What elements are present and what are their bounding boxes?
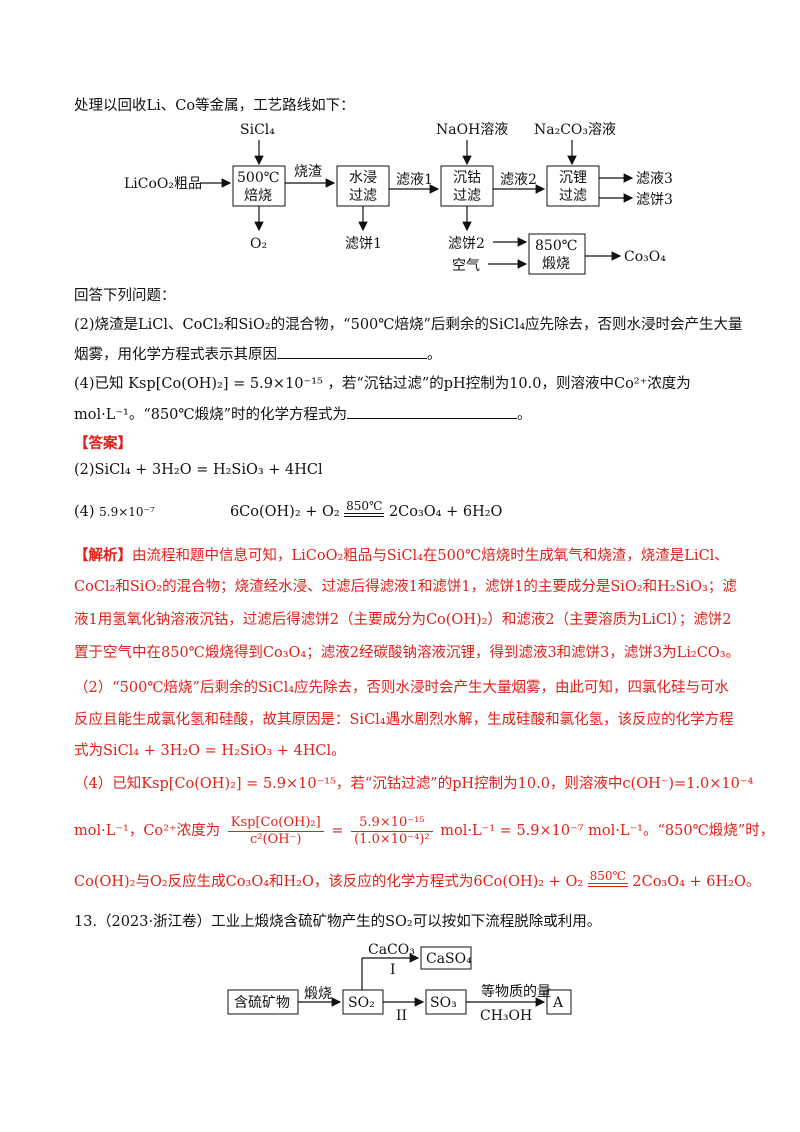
analysis-p10-a: Co(OH)₂与O₂反应生成Co₃O₄和H₂O，该反应的化学方程式为6Co(OH…: [74, 874, 584, 890]
q2-answer-blank[interactable]: [277, 344, 427, 359]
q2-line1: (2)烧渣是LiCl、CoCl₂和SiO₂的混合物，“500℃焙烧”后剩余的Si…: [74, 317, 743, 333]
box-calcine: [528, 233, 586, 275]
box-calcine-line1: 850℃: [535, 238, 577, 254]
answer-label: 【答案】: [74, 435, 132, 452]
intro-text: 处理以回收Li、Co等金属，工艺路线如下：: [74, 98, 355, 114]
analysis-p10-cond-text: 850℃: [589, 868, 626, 883]
caco3-label: CaCO₃: [368, 942, 415, 958]
box-a: [546, 989, 572, 1015]
box-leach-line2: 过滤: [349, 188, 377, 204]
cake1-label: 滤饼1: [345, 236, 382, 252]
analysis-p8: （4）已知Ksp[Co(OH)₂] = 5.9×10⁻¹⁵，若“沉钴过滤”的pH…: [74, 776, 754, 792]
answer-4-condition: 850℃: [344, 498, 385, 517]
co3o4-label: Co₃O₄: [624, 249, 666, 265]
analysis-p10-condition: 850℃: [587, 868, 628, 887]
filtrate1-label: 滤液1: [396, 172, 433, 188]
fraction-ksp-den: c²(OH⁻): [249, 831, 302, 847]
so3-label: SO₃: [430, 995, 457, 1011]
analysis-p7: 式为SiCl₄ + 3H₂O = H₂SiO₃ + 4HCl。: [74, 743, 346, 759]
calcine-label: 煅烧: [304, 986, 332, 1002]
air-label: 空气: [452, 258, 480, 274]
q4-prefix: (4)已知: [74, 376, 124, 392]
box-precip-li: [546, 165, 600, 207]
filtrate3-label: 滤液3: [636, 171, 673, 187]
analysis-p3: 液1用氢氧化钠溶液沉钴，过滤后得滤饼2（主要成分为Co(OH)₂）和滤液2（主要…: [74, 612, 732, 628]
q4-line2: mol·L⁻¹。“850℃煅烧”时的化学方程式为 。: [74, 404, 740, 425]
caso4-label: CaSO₄: [426, 951, 472, 967]
q4-line2-text: mol·L⁻¹。“850℃煅烧”时的化学方程式为: [74, 407, 348, 423]
fraction-value-num: 5.9×10⁻¹⁵: [351, 815, 433, 832]
answer-4-eq-left: 6Co(OH)₂ + O₂: [229, 504, 340, 520]
analysis-p9-eq: =: [331, 823, 344, 839]
analysis-p5: （2）“500℃焙烧”后剩余的SiCl₄应先除去，否则水浸时会产生大量烟雾，由此…: [74, 680, 730, 696]
ch3oh-label: CH₃OH: [480, 1008, 532, 1024]
analysis-p9-a: mol·L⁻¹，Co²⁺浓度为: [74, 823, 221, 839]
answer-4-num: (4): [74, 504, 95, 520]
box-precip-li-line1: 沉锂: [559, 170, 587, 186]
analysis-p6: 反应且能生成氯化氢和硅酸，故其原因是：SiCl₄遇水剧烈水解，生成硅酸和氯化氢，…: [74, 712, 734, 728]
raw-material-label: LiCoO₂粗品: [124, 176, 202, 192]
analysis-p4: 置于空气中在850℃煅烧得到Co₃O₄；滤液2经碳酸钠溶液沉锂，得到滤液3和滤饼…: [74, 645, 741, 661]
answer-4-eq-right: 2Co₃O₄ + 6H₂O: [388, 504, 503, 520]
box-roast-line1: 500℃: [237, 170, 279, 186]
answer-4: (4) 5.9×10⁻⁷ 6Co(OH)₂ + O₂ 850℃ 2Co₃O₄ +…: [74, 498, 740, 522]
fraction-value: 5.9×10⁻¹⁵(1.0×10⁻⁴)²: [351, 815, 433, 848]
answer-4-cond-text: 850℃: [346, 498, 383, 513]
fraction-ksp: Ksp[Co(OH)₂]c²(OH⁻): [227, 815, 324, 848]
answer-2: (2)SiCl₄ + 3H₂O = H₂SiO₃ + 4HCl: [74, 462, 323, 478]
ask-text: 回答下列问题：: [74, 288, 176, 304]
analysis-p9: mol·L⁻¹，Co²⁺浓度为 Ksp[Co(OH)₂]c²(OH⁻) = 5.…: [74, 814, 774, 848]
filtrate2-label: 滤液2: [500, 172, 537, 188]
flow-diagram-so2: 含硫矿物 煅烧 SO₂ CaCO₃ I CaSO₄ II SO₃ 等物质的量 C…: [227, 942, 572, 1024]
analysis-label: 【解析】: [74, 547, 132, 564]
box-roast-line2: 焙烧: [244, 188, 272, 204]
q2-line2-text: 烟雾，用化学方程式表示其原因: [74, 347, 277, 363]
analysis-p10-b: 2Co₃O₄ + 6H₂O。: [632, 874, 761, 890]
na2co3-label: Na₂CO₃溶液: [534, 122, 616, 138]
analysis-p2: CoCl₂和SiO₂的混合物；烧渣经水浸、过滤后得滤液1和滤饼1，滤饼1的主要成…: [74, 579, 737, 595]
analysis-p1-text: 由流程和题中信息可知，LiCoO₂粗品与SiCl₄在500℃焙烧时生成氧气和烧渣…: [132, 548, 729, 564]
route1-label: I: [390, 962, 396, 978]
box-precip-co-line1: 沉钴: [453, 170, 481, 186]
box-leach-line1: 水浸: [349, 170, 377, 186]
q4-ksp: Ksp[Co(OH)₂] = 5.9×10⁻¹⁵: [128, 376, 323, 392]
fraction-value-den: (1.0×10⁻⁴)²: [354, 831, 430, 847]
box-precip-li-line2: 过滤: [559, 188, 587, 204]
equal-moles-label: 等物质的量: [481, 983, 551, 1000]
analysis-p1: 【解析】由流程和题中信息可知，LiCoO₂粗品与SiCl₄在500℃焙烧时生成氧…: [74, 546, 740, 566]
analysis-p9-b: mol·L⁻¹ = 5.9×10⁻⁷ mol·L⁻¹。“850℃煅烧”时，: [440, 823, 775, 839]
cake3-label: 滤饼3: [636, 192, 673, 208]
slag-label: 烧渣: [294, 164, 322, 180]
mineral-label: 含硫矿物: [234, 995, 290, 1011]
sicl4-label: SiCl₄: [240, 122, 275, 138]
flow-diagram-cobalt: SiCl₄ LiCoO₂粗品 500℃ 焙烧 O₂ 烧渣 水浸 过滤 滤饼1 滤…: [124, 122, 673, 275]
answer-4-value: 5.9×10⁻⁷: [99, 505, 155, 519]
so2-label: SO₂: [348, 995, 375, 1011]
a-label: A: [552, 995, 564, 1011]
q4-answer-blank[interactable]: [347, 404, 518, 419]
q13-text: 13.（2023·浙江卷）工业上煅烧含硫矿物产生的SO₂可以按如下流程脱除或利用…: [74, 914, 602, 930]
q4-line1: (4)已知 Ksp[Co(OH)₂] = 5.9×10⁻¹⁵ ，若“沉钴过滤”的…: [74, 374, 740, 394]
box-caso4: [420, 946, 472, 970]
box-precip-co-line2: 过滤: [453, 188, 481, 204]
q4-end: 。: [517, 407, 532, 423]
cake2-label: 滤饼2: [448, 236, 485, 252]
q2-end: 。: [427, 347, 442, 363]
route2-label: II: [396, 1008, 407, 1024]
analysis-p10: Co(OH)₂与O₂反应生成Co₃O₄和H₂O，该反应的化学方程式为6Co(OH…: [74, 868, 760, 892]
naoh-label: NaOH溶液: [436, 122, 508, 138]
q4-mid: ，若“沉钴过滤”的pH控制为10.0，则溶液中Co²⁺浓度为: [327, 376, 691, 392]
q2-line2: 烟雾，用化学方程式表示其原因 。: [74, 344, 740, 365]
o2-label: O₂: [250, 236, 267, 252]
fraction-ksp-num: Ksp[Co(OH)₂]: [227, 815, 324, 832]
box-calcine-line2: 煅烧: [542, 256, 570, 272]
